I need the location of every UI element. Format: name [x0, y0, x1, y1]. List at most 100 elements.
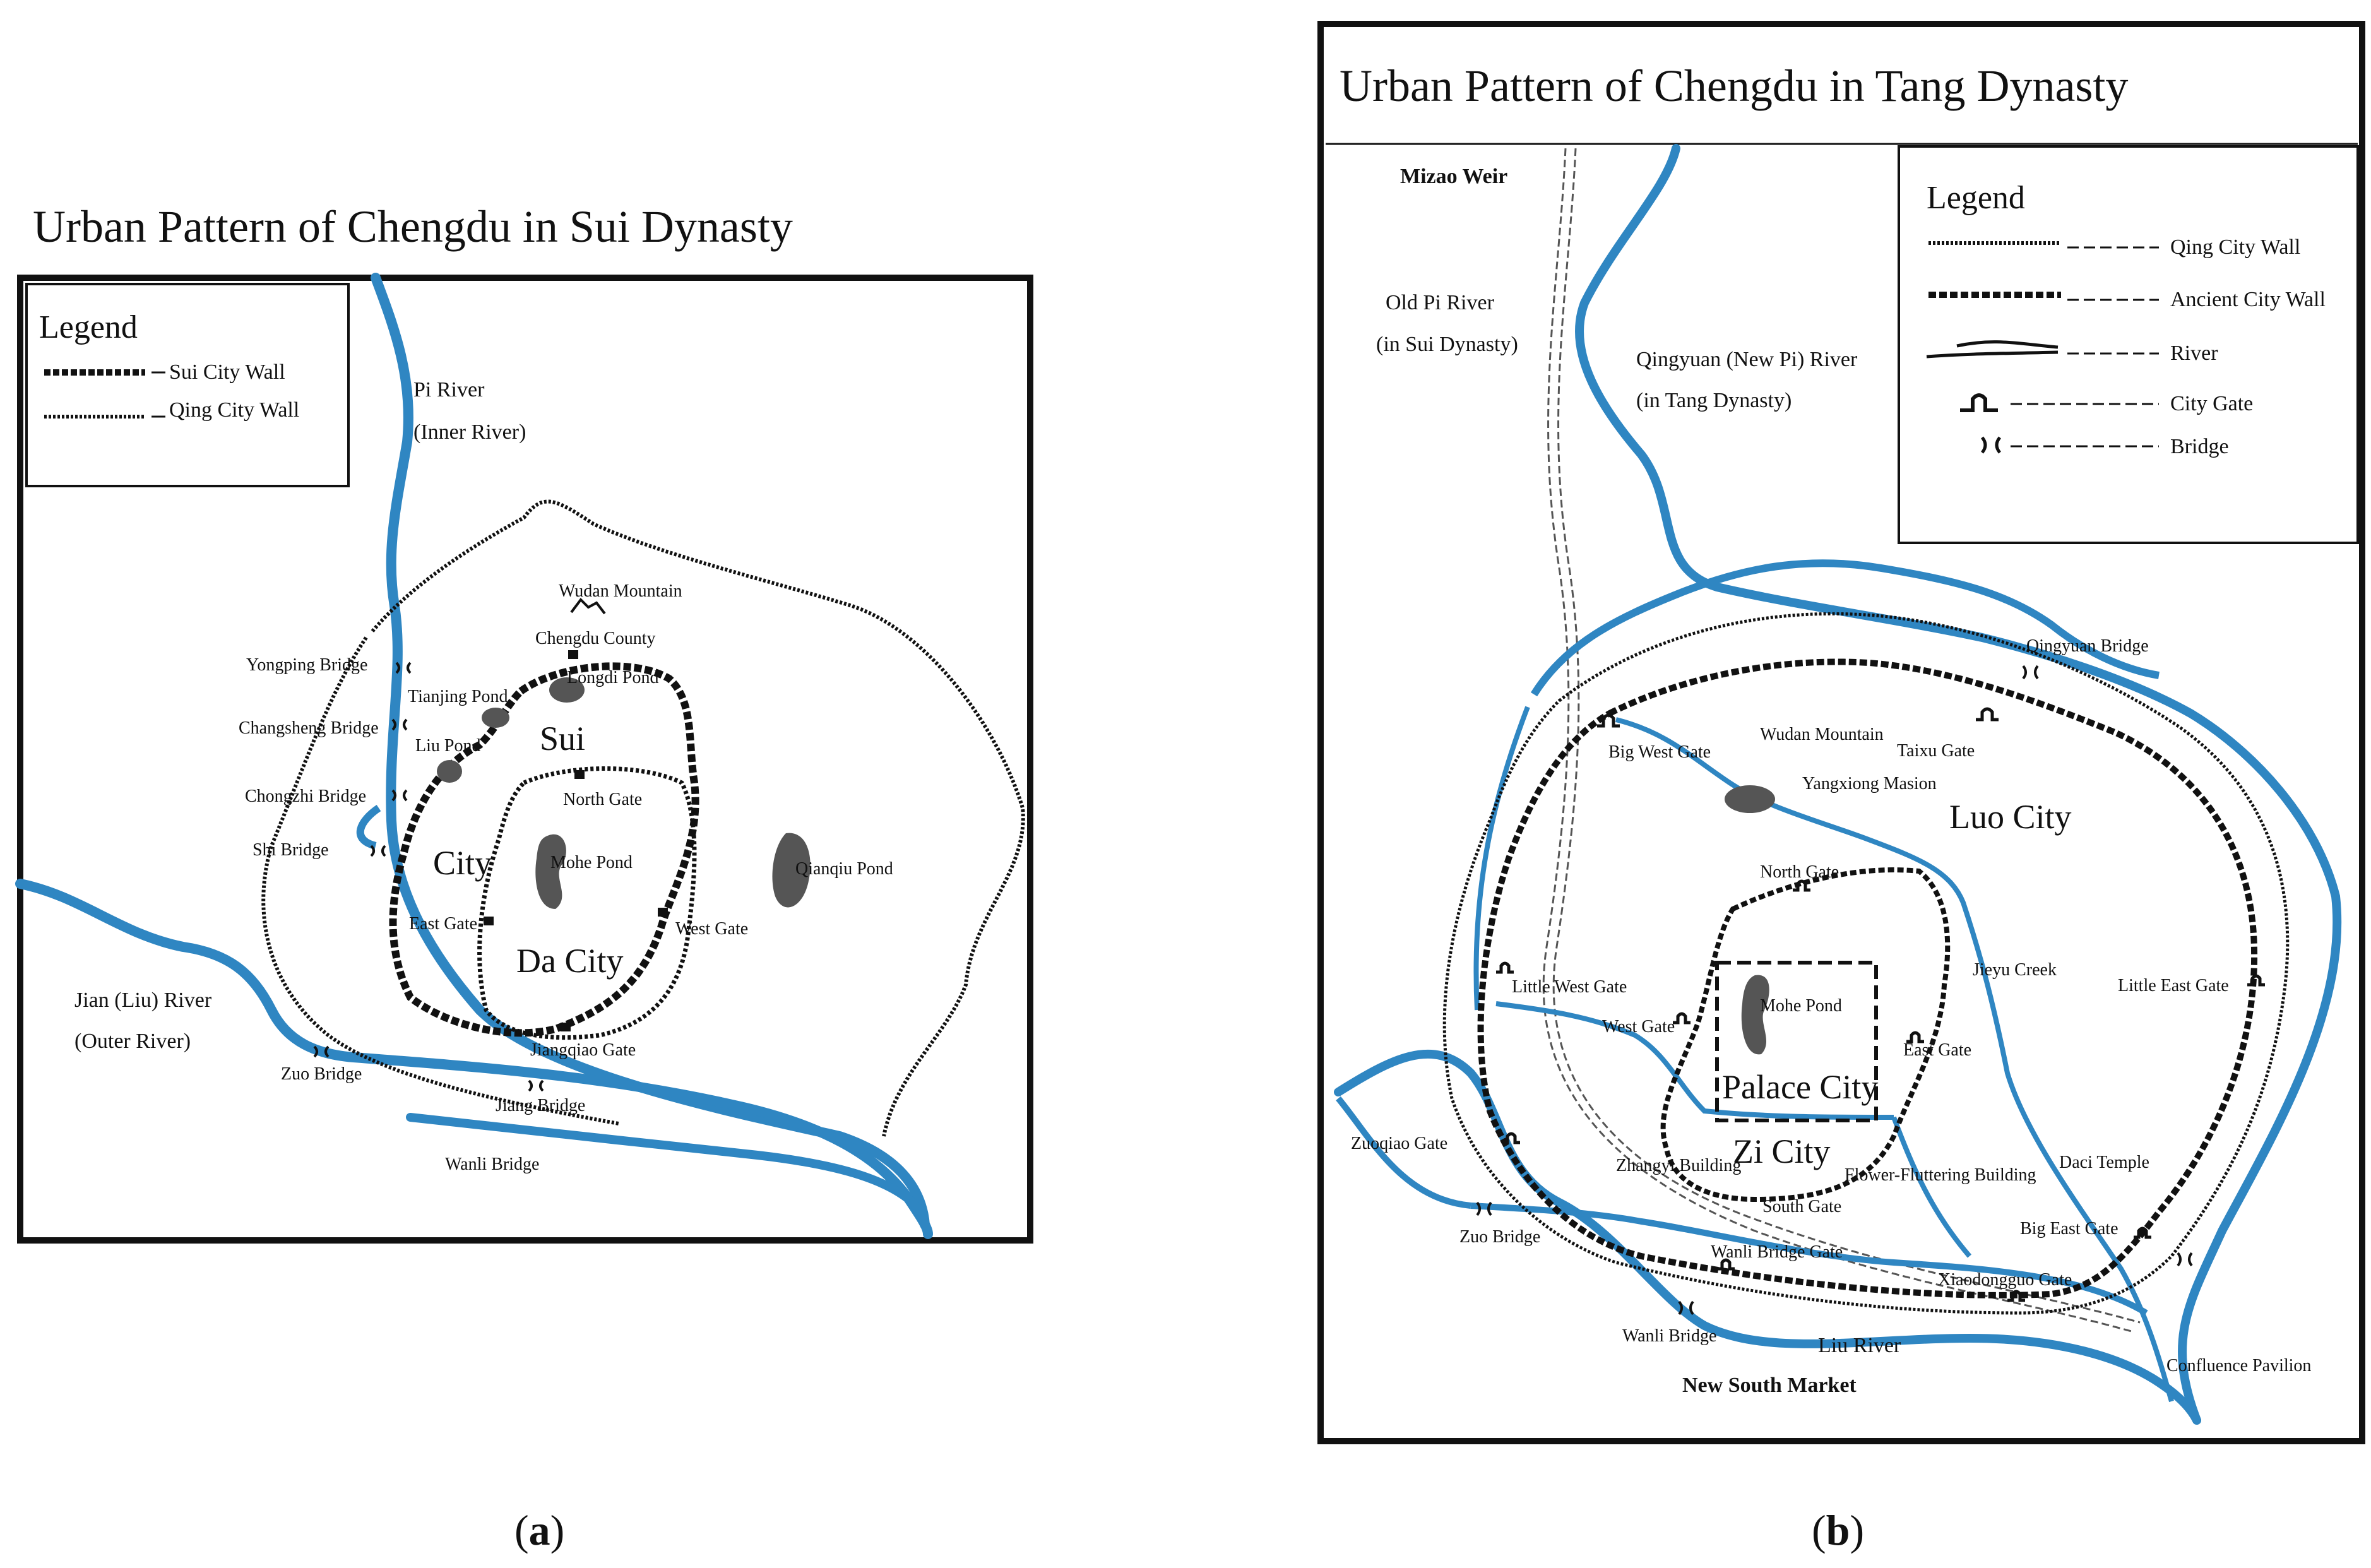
zuo-bridge-icon: [1476, 1201, 1492, 1216]
label-qianqiu-pond: Qianqiu Pond: [795, 859, 893, 879]
legend-title: Legend: [1927, 180, 2025, 216]
mountain-icon: [570, 597, 606, 615]
label-jiang-bridge: Jiang Bridge: [496, 1096, 585, 1115]
label-jieyu-creek: Jieyu Creek: [1973, 960, 2057, 980]
panel-a-title: Urban Pattern of Chengdu in Sui Dynasty: [33, 201, 793, 252]
label-east-gate: East Gate: [1903, 1040, 1971, 1060]
label-flower-fluttering-building: Flower-Fluttering Building: [1845, 1165, 2036, 1185]
label-taixu-gate: Taixu Gate: [1897, 741, 1975, 761]
label-city: City: [433, 844, 492, 882]
west-branch-river: [1336, 1096, 1471, 1209]
west-gate-icon: [1673, 1012, 1691, 1025]
jiang-bridge-icon: [528, 1079, 544, 1092]
gate-icons-b: [1496, 707, 2265, 1302]
sui-wall: [389, 662, 699, 1037]
north-gate-icon: [1793, 879, 1810, 892]
wanli-bridge-icon: [1678, 1300, 1694, 1316]
label-yangxiong-masion: Yangxiong Masion: [1802, 774, 1937, 793]
qing-wall-a-west: [261, 636, 619, 1126]
label-confluence-pavilion: Confluence Pavilion: [2166, 1356, 2311, 1375]
longdi-pond: [549, 677, 585, 703]
jieyu-creek: [1615, 717, 2174, 1403]
west-gate-icon: [658, 908, 668, 917]
label-jian-river: Jian (Liu) River: [74, 989, 212, 1012]
label-zhangyi-building: Zhangyi Building: [1616, 1156, 1741, 1175]
panel-a-frame: [17, 275, 1033, 1244]
label-liu-pond: Liu Pond: [415, 736, 480, 756]
legend-item-river: River: [2170, 342, 2218, 365]
qingyuan-bridge-icon: [2022, 665, 2039, 680]
label-east-gate: East Gate: [409, 914, 477, 934]
panel-a-legend-box: [25, 283, 350, 487]
label-tianjing-pond: Tianjing Pond: [408, 687, 508, 706]
label-mohe-pond: Mohe Pond: [1760, 996, 1842, 1016]
label-new-south-market: New South Market: [1682, 1374, 1857, 1397]
xiaodongguo-gate-icon: [2007, 1290, 2025, 1302]
label-mohe-pond: Mohe Pond: [550, 853, 633, 872]
little-west-gate-icon: [1496, 961, 1514, 974]
shi-bridge-icon: [370, 845, 386, 857]
label-little-west-gate: Little West Gate: [1512, 977, 1627, 997]
west-ring-river: [1473, 706, 1530, 1011]
caption-paren-open: (: [514, 1506, 529, 1554]
label-chongzhi-bridge: Chongzhi Bridge: [245, 787, 366, 806]
legend-item-bridge: Bridge: [2170, 435, 2229, 458]
panel-b-legend-box: [1898, 145, 2359, 544]
label-qingyuan-bridge: Qingyuan Bridge: [2026, 636, 2149, 656]
luo-city-wall: [1477, 658, 2258, 1298]
liu-river: [1334, 1049, 2201, 1425]
changsheng-bridge-icon: [391, 718, 408, 731]
label-xiaodongguo-gate: Xiaodongguo Gate: [1938, 1270, 2072, 1290]
legend-item-qing-wall: Qing City Wall: [169, 398, 299, 422]
legend-city-gate-symbol: [1960, 393, 1998, 412]
qing-wall-a: [371, 499, 1025, 1137]
label-shi-bridge: Shi Bridge: [253, 840, 329, 860]
zi-city-wall: [1660, 867, 1951, 1203]
mohe-pond: [1741, 975, 1769, 1055]
panel-b-frame: [1317, 21, 2365, 1444]
label-north-gate: North Gate: [1760, 862, 1839, 882]
wanli-bridge-gate-icon: [1717, 1258, 1735, 1271]
tianjing-pond: [482, 708, 509, 728]
label-chengdu-county: Chengdu County: [535, 629, 656, 648]
taixu-gate-icon: [1976, 707, 1999, 722]
label-liu-river: Liu River: [1818, 1334, 1901, 1357]
label-da-city: Da City: [516, 942, 624, 980]
legend-bridge-symbol: [1980, 436, 2002, 454]
panel-a-map: Legend Sui City Wall Qing City Wall: [15, 273, 1033, 1244]
east-gate-icon: [1906, 1031, 1924, 1043]
label-jiangqiao-gate: Jiangqiao Gate: [530, 1040, 636, 1060]
label-luo-city: Luo City: [1949, 798, 2072, 836]
label-west-gate: West Gate: [1602, 1017, 1675, 1036]
label-south-gate: South Gate: [1762, 1197, 1841, 1216]
label-zuoqiao-gate: Zuoqiao Gate: [1351, 1134, 1447, 1153]
west-inner-river: [1495, 1001, 1894, 1120]
panel-a-caption: (a): [514, 1506, 564, 1555]
legend-item-city-gate: City Gate: [2170, 392, 2253, 415]
jiangqiao-gate-icon: [561, 1023, 571, 1031]
east-bridge-icon: [2177, 1252, 2193, 1267]
palace-city-wall: [1715, 961, 1878, 1122]
north-gate-icon: [574, 770, 585, 779]
big-east-gate-icon: [2134, 1226, 2151, 1239]
label-changsheng-bridge: Changsheng Bridge: [239, 718, 379, 738]
label-zuo-bridge: Zuo Bridge: [1459, 1227, 1540, 1247]
east-gate-icon: [484, 917, 494, 925]
label-outer-river: (Outer River): [74, 1030, 191, 1053]
label-old-pi-river: Old Pi River: [1386, 291, 1495, 314]
label-little-east-gate: Little East Gate: [2118, 976, 2229, 995]
label-wudan-mountain: Wudan Mountain: [559, 581, 682, 601]
label-in-tang-dynasty: (in Tang Dynasty): [1636, 389, 1792, 412]
yongping-bridge-icon: [395, 662, 412, 674]
old-pi-river: [1542, 148, 2134, 1333]
label-longdi-pond: Longdi Pond: [567, 668, 658, 687]
label-wudan-mountain: Wudan Mountain: [1760, 725, 1884, 744]
bridge-icons-b: [1476, 665, 2193, 1316]
north-ring-river: [1530, 559, 2160, 697]
zuoqiao-gate-icon: [1502, 1132, 1520, 1144]
label-yongping-bridge: Yongping Bridge: [246, 655, 367, 675]
little-east-gate-icon: [2247, 974, 2265, 987]
label-qingyuan-river: Qingyuan (New Pi) River: [1636, 348, 1858, 371]
caption-letter: a: [528, 1506, 550, 1554]
